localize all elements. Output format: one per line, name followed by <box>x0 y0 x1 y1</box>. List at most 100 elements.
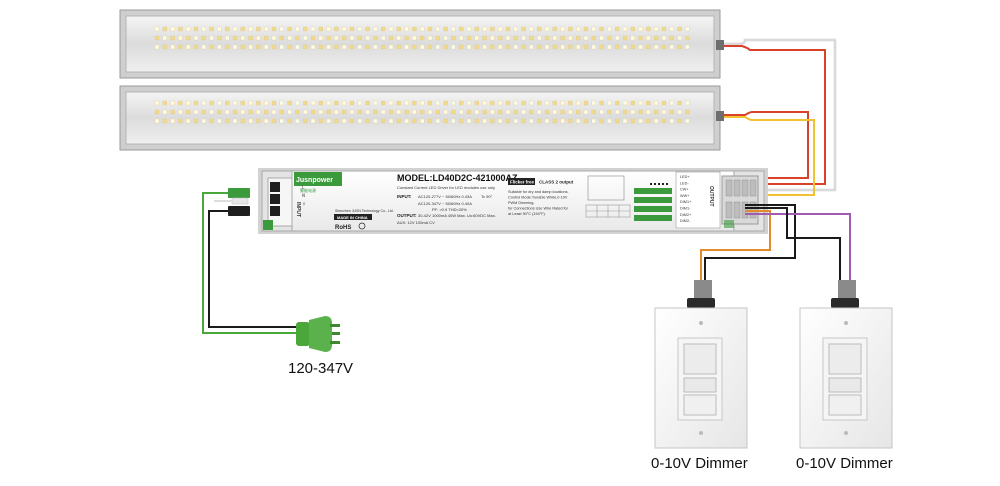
led-chip <box>404 35 409 41</box>
led-chip <box>443 100 448 106</box>
led-chip <box>443 118 448 124</box>
led-chip <box>240 26 245 32</box>
led-chip <box>388 35 394 41</box>
led-chip <box>607 100 612 106</box>
led-chip <box>474 35 479 41</box>
led-chip <box>271 118 277 124</box>
led-chip <box>513 118 518 124</box>
led-chip <box>170 26 175 32</box>
led-chip <box>162 35 167 41</box>
led-chip <box>669 118 674 124</box>
led-chip <box>162 109 167 115</box>
led-strip-1 <box>154 26 690 50</box>
led-chip <box>435 35 440 41</box>
led-chip <box>451 118 456 124</box>
led-chip <box>154 26 160 32</box>
dimmer-2-knob-cap <box>838 280 856 300</box>
led-chip <box>677 26 682 32</box>
ul-mark-icon <box>358 222 366 230</box>
led-chip <box>599 44 604 50</box>
led-chip <box>654 118 659 124</box>
led-chip <box>451 26 456 32</box>
led-chip <box>357 100 362 106</box>
output-terminal-label: DIM2+ <box>680 213 692 217</box>
led-chip <box>654 100 659 106</box>
led-chip <box>669 44 674 50</box>
led-chip <box>544 35 550 41</box>
led-chip <box>303 109 308 115</box>
led-chip <box>630 35 635 41</box>
led-chip <box>209 35 214 41</box>
led-chip <box>303 118 308 124</box>
led-chip <box>201 35 206 41</box>
led-chip <box>318 26 323 32</box>
led-chip <box>170 100 175 106</box>
led-chip <box>373 35 378 41</box>
led-chip <box>349 26 355 32</box>
led-chip <box>154 109 160 115</box>
led-chip <box>170 118 175 124</box>
dimmer-1-switch[interactable] <box>683 394 717 416</box>
led-chip <box>225 100 230 106</box>
led-chip <box>630 118 635 124</box>
led-chip <box>170 109 175 115</box>
led-chip <box>591 109 596 115</box>
led-chip <box>326 100 331 106</box>
maker-text: Shenzhen JUSN Technology Co., Ltd. <box>335 209 394 213</box>
led-chip <box>287 26 292 32</box>
led-chip <box>404 118 409 124</box>
terminal-screw <box>733 201 741 219</box>
led-chip <box>310 26 316 32</box>
led-chip <box>303 26 308 32</box>
led-chip <box>435 118 440 124</box>
led-chip <box>521 109 526 115</box>
led-chip <box>646 35 651 41</box>
led-chip <box>412 26 417 32</box>
dimmer-1-slider[interactable] <box>683 343 717 375</box>
dimmer-2-switch[interactable] <box>828 394 862 416</box>
led-chip <box>474 100 479 106</box>
led-chip <box>318 35 323 41</box>
led-chip <box>576 26 581 32</box>
led-chip <box>342 26 347 32</box>
led-chip <box>661 44 667 50</box>
led-chip <box>552 35 557 41</box>
led-chip <box>264 35 269 41</box>
led-chip <box>513 35 518 41</box>
led-chip <box>685 109 690 115</box>
led-chip <box>529 26 534 32</box>
led-chip <box>256 109 261 115</box>
led-chip <box>232 109 238 115</box>
power-input-cable <box>202 188 300 334</box>
led-chip <box>560 100 565 106</box>
led-chip <box>287 118 292 124</box>
aux-spec: AUX: 12V 100mA CV <box>397 220 435 225</box>
led-chip <box>209 26 214 32</box>
led-chip <box>537 118 542 124</box>
led-chip <box>396 118 401 124</box>
led-chip <box>217 35 222 41</box>
led-chip <box>201 26 206 32</box>
led-chip <box>646 100 651 106</box>
led-chip <box>295 118 300 124</box>
led-chip <box>459 118 464 124</box>
led-chip <box>459 26 464 32</box>
dimmer-2-slider[interactable] <box>828 343 862 375</box>
led-chip <box>568 100 573 106</box>
led-chip <box>552 118 557 124</box>
led-chip <box>373 100 378 106</box>
led-chip <box>326 26 331 32</box>
led-chip <box>459 109 464 115</box>
led-chip <box>622 118 628 124</box>
led-chip <box>427 35 433 41</box>
led-chip <box>162 100 167 106</box>
led-chip <box>388 109 394 115</box>
led-chip <box>661 35 667 41</box>
led-chip <box>537 44 542 50</box>
led-chip <box>490 44 495 50</box>
led-chip <box>661 100 667 106</box>
led-chip <box>435 100 440 106</box>
led-chip <box>654 109 659 115</box>
led-chip <box>310 35 316 41</box>
led-chip <box>396 44 401 50</box>
